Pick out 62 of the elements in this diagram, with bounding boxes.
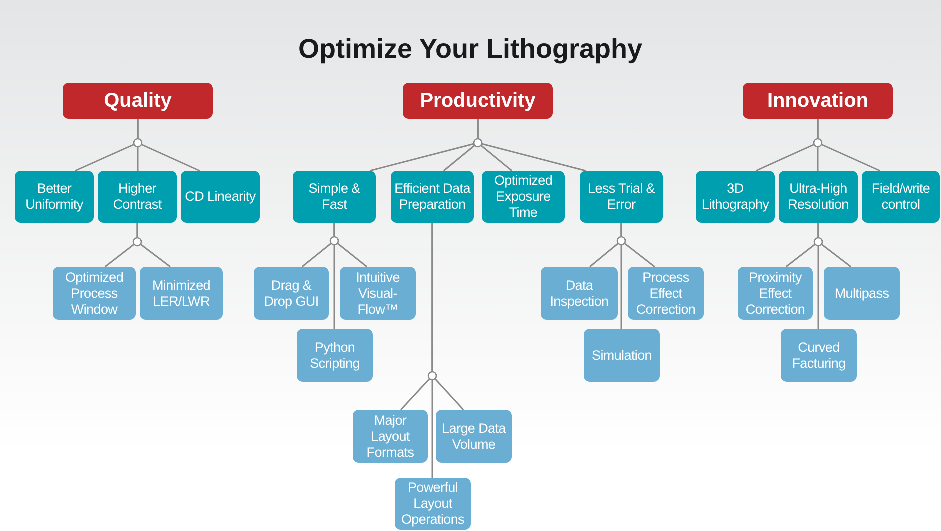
box-label: Simulation xyxy=(592,348,652,364)
feature-box xyxy=(696,171,775,223)
box-label: Powerful Layout Operations xyxy=(400,480,466,528)
box-label: Higher Contrast xyxy=(112,181,163,213)
box-label: Optimized Exposure Time xyxy=(493,173,554,221)
feature-box xyxy=(580,171,663,223)
box-label: Python Scripting xyxy=(309,340,361,372)
feature-box xyxy=(98,171,177,223)
connector-line xyxy=(818,223,820,329)
box-label: CD Linearity xyxy=(185,189,256,205)
connector-line xyxy=(136,223,171,268)
feature-box xyxy=(391,171,474,223)
feature-box xyxy=(254,267,329,320)
feature-box xyxy=(738,267,813,320)
box-label: Multipass xyxy=(834,286,890,302)
box-label: Data Inspection xyxy=(549,278,610,310)
category-box xyxy=(63,83,213,119)
connector-line xyxy=(477,119,586,172)
box-label: Ultra-High Resolution xyxy=(787,181,850,213)
feature-box xyxy=(482,171,565,223)
box-label: Large Data Volume xyxy=(441,420,508,452)
box-label: Curved Facturing xyxy=(791,340,847,372)
box-label: 3D Lithography xyxy=(700,181,770,213)
feature-box xyxy=(541,267,618,320)
category-box xyxy=(743,83,893,119)
box-label: Efficient Data Preparation xyxy=(394,181,472,213)
connector-line xyxy=(334,223,336,329)
connector-line xyxy=(137,119,200,172)
feature-box xyxy=(53,267,136,320)
feature-box xyxy=(628,267,704,320)
box-label: Optimized Process Window xyxy=(64,270,125,318)
feature-box xyxy=(584,329,660,382)
box-label: Process Effect Correction xyxy=(635,270,697,318)
box-label: Quality xyxy=(104,93,172,109)
connector-line xyxy=(620,223,622,329)
box-label: Intuitive Visual-Flow™ xyxy=(355,270,401,318)
feature-box xyxy=(140,267,223,320)
box-label: Innovation xyxy=(767,93,869,109)
feature-box xyxy=(181,171,260,223)
feature-box xyxy=(436,410,512,463)
box-label: Productivity xyxy=(420,93,536,109)
box-label: Less Trial & Error xyxy=(587,181,656,213)
category-box xyxy=(403,83,553,119)
box-label: Field/write control xyxy=(870,181,932,213)
box-label: Minimized LER/LWR xyxy=(151,278,212,310)
feature-box xyxy=(293,171,376,223)
connector-line xyxy=(817,119,881,172)
feature-box xyxy=(353,410,428,463)
feature-box xyxy=(297,329,373,382)
feature-box xyxy=(340,267,416,320)
diagram-title: Optimize Your Lithography xyxy=(297,34,644,65)
box-label: Drag & Drop GUI xyxy=(263,278,320,310)
box-label: Better Uniformity xyxy=(24,181,84,213)
feature-box xyxy=(862,171,940,223)
feature-box xyxy=(15,171,94,223)
connector-line xyxy=(432,223,434,478)
feature-box xyxy=(824,267,900,320)
box-label: Simple & Fast xyxy=(308,181,362,213)
feature-box xyxy=(779,171,858,223)
box-label: Major Layout Formats xyxy=(366,412,416,460)
box-label: Proximity Effect Correction xyxy=(744,270,806,318)
feature-box xyxy=(781,329,857,382)
